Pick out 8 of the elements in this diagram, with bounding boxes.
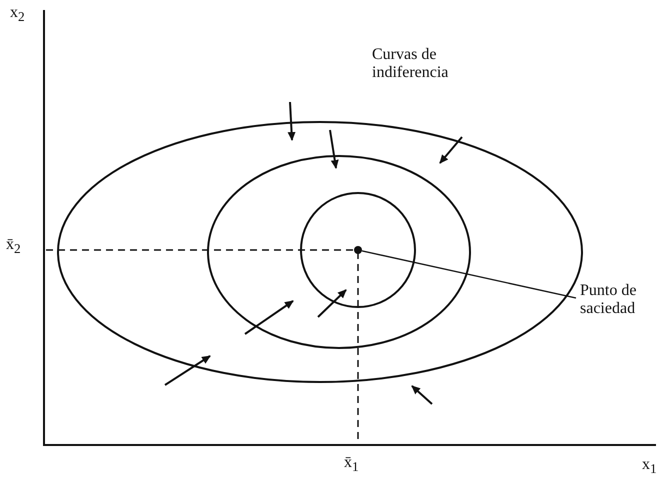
axis-label: x$_{2}$: [10, 4, 25, 26]
axis-label: x̄$_{1}$: [344, 454, 359, 476]
curve-label: Curvas de indiferencia: [372, 46, 450, 82]
satiation-point: [354, 246, 362, 254]
callout-text: Punto de saciedad: [580, 282, 658, 318]
leader-line: [362, 250, 576, 299]
axis-label: x$_{1}$: [642, 456, 657, 478]
axis-label: x̄$_{2}$: [6, 236, 21, 258]
